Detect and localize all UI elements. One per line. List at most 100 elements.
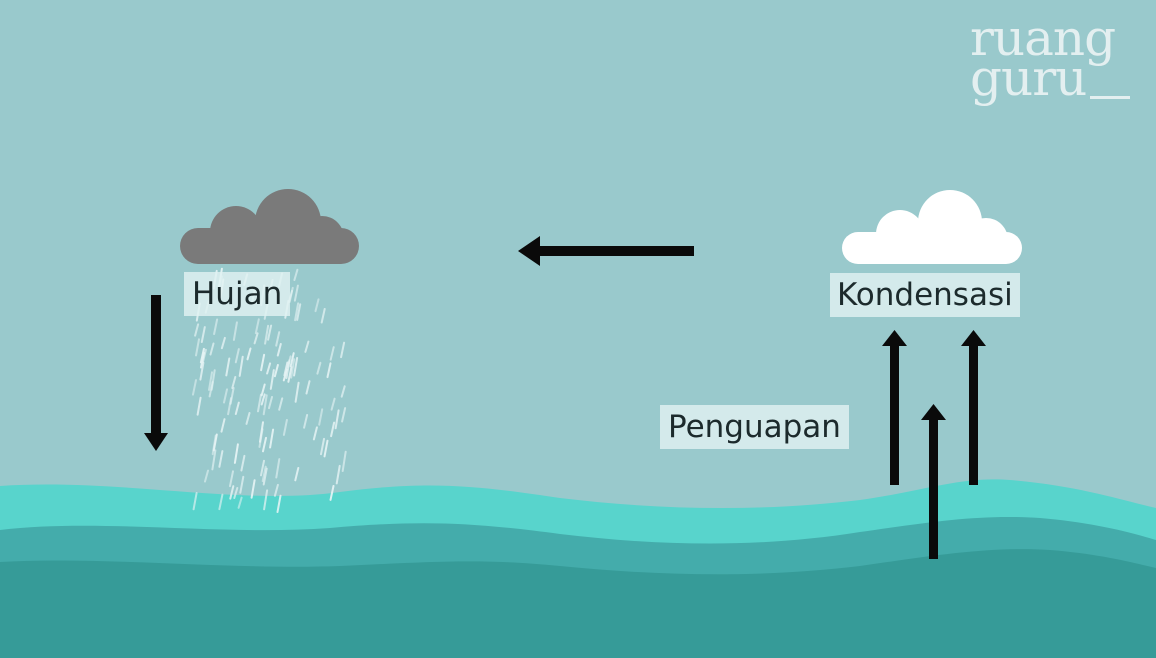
rain-drop [229,470,234,488]
rain-drop [261,465,267,483]
rain-drop [245,412,251,425]
rain-drop [192,379,197,396]
water-deep-layer [0,549,1156,658]
arrow-up-evaporation-1 [882,330,907,485]
arrow-up-evaporation-3 [961,330,986,485]
logo-line-2: guru [970,49,1087,107]
rain-drop [196,396,202,416]
rain-drop [330,421,336,438]
rain-drop [240,454,246,472]
rain-drop [314,298,320,313]
rain-drop [282,368,288,382]
rain-drop [199,347,205,364]
rain-drop [262,436,267,453]
rain-drop [294,302,300,322]
rain-drop [200,326,206,343]
rain-drop [286,355,292,369]
rain-drop [260,459,265,477]
rain-drop [232,321,238,341]
rain-drop [260,393,266,406]
rain-drop [293,284,299,302]
rain-drop [233,487,239,499]
rain-drop [218,450,224,468]
rain-drop [192,492,198,511]
rain-drop [341,407,347,423]
rain-drop [258,428,264,448]
rain-cloud-icon [180,189,359,264]
rain-drop [264,324,270,345]
rain-drop [320,308,326,324]
rain-drop [330,397,336,411]
rain-drop [334,409,340,430]
rain-drop [341,450,347,472]
rain-drop [220,418,226,433]
arrow-left-condensation-to-rain [518,236,694,266]
rain-drop [233,443,239,464]
rain-drop [318,408,324,426]
label-condensation: Kondensasi [830,273,1020,317]
rain-drop [323,439,329,458]
rain-drop [234,348,240,364]
rain-drop [269,369,275,390]
rain-drop [267,324,273,341]
rain-drop [278,397,284,411]
rain-drop [208,371,213,391]
rain-drop [260,383,266,397]
rain-drop [320,437,325,456]
rain-drop [294,467,300,482]
rain-drop [260,353,266,372]
white-cloud-icon [842,190,1022,264]
rain-drop [250,479,256,499]
rain-drop [304,340,310,353]
rain-drop [200,351,205,369]
rain-drop [212,433,218,452]
rain-drop [253,332,259,345]
rain-drop [213,318,219,335]
rain-drop [275,458,281,479]
rain-drop [293,268,299,281]
rain-drop [220,336,226,350]
rain-drop [312,426,318,441]
rain-drop [211,449,217,471]
rain-drop [276,343,282,357]
rain-drop [238,355,244,377]
rain-drop [273,364,279,378]
rain-drop [223,388,228,404]
rain-drop [287,366,293,383]
rain-drop [329,485,335,501]
rain-drop [335,464,341,485]
rain-drop [269,428,275,449]
rain-drop [208,381,214,398]
rain-drop [218,493,224,511]
rain-drop [293,357,299,377]
rain-drop [209,342,215,356]
rain-drop [266,362,272,375]
rain-drop [268,396,273,410]
arrow-up-evaporation-2 [921,404,946,559]
rain-drop [239,475,245,494]
rain-drop [326,362,332,379]
rain-drop [204,469,209,483]
rain-drop [194,323,200,337]
rain-drop [263,489,269,511]
rain-drop [237,496,243,509]
rain-drop [254,318,260,335]
rain-drop [262,467,268,486]
label-evaporation: Penguapan [660,405,849,449]
ruangguru-logo: ruang guru [970,9,1140,107]
rain-drop [246,347,252,361]
rain-drop [276,494,282,513]
rain-drop [225,357,231,377]
rain-drop [227,397,233,416]
rain-drop [316,361,322,375]
rain-drop [294,381,300,403]
rain-drop [262,394,268,416]
rain-drop [275,331,281,347]
rain-drop [199,361,205,381]
logo-line-1: ruang [970,9,1116,67]
rain-drop [340,385,346,398]
rain-drop [273,483,279,497]
rain-drop [296,303,302,321]
label-rain: Hujan [184,272,291,316]
